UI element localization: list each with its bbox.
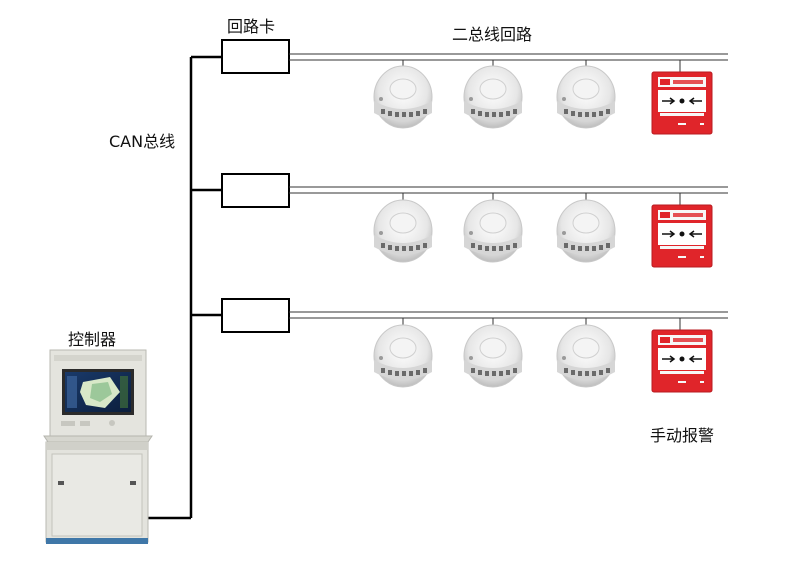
manual-call-point-icon [651,329,713,393]
loop-card-3 [221,298,290,333]
smoke-detector-icon [373,199,433,263]
smoke-detector-icon [556,199,616,263]
smoke-detector-icon [556,65,616,129]
can-bus-label: CAN总线 [109,132,176,151]
manual-call-point-icon [651,71,713,135]
manual-call-point-icon [651,204,713,268]
loop-card-2 [221,173,290,208]
smoke-detector-icon [373,65,433,129]
manual-alarm-label: 手动报警 [650,426,715,445]
controller-label: 控制器 [68,330,117,349]
smoke-detector-icon [463,65,523,129]
smoke-detector-icon [463,324,523,388]
two-bus-loop-label: 二总线回路 [452,25,533,44]
smoke-detector-icon [556,324,616,388]
can-bus-line [146,55,222,520]
controller-cabinet-icon [43,349,153,544]
smoke-detector-icon [463,199,523,263]
loop-card-1 [221,39,290,74]
loop-card-label: 回路卡 [227,17,276,36]
smoke-detector-icon [373,324,433,388]
